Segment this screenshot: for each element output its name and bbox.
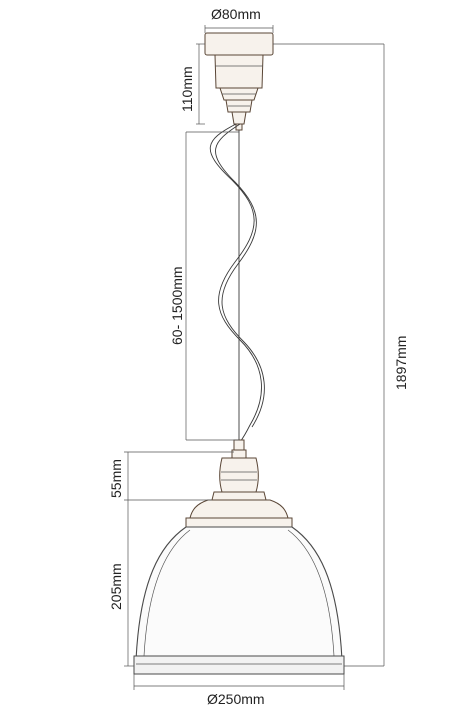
canopy-height-label: 110mm — [179, 66, 195, 112]
canopy-diameter-label: Ø80mm — [211, 6, 261, 22]
power-cord — [209, 123, 262, 443]
lamp-holder — [185, 439, 293, 528]
dimension-lines — [124, 25, 385, 690]
shade-height-label: 205mm — [108, 563, 124, 610]
total-height-label: 1897mm — [393, 336, 409, 390]
holder-height-label: 55mm — [108, 459, 124, 498]
cord-length-label: 60- 1500mm — [169, 266, 185, 345]
lamp-shade — [133, 526, 345, 675]
ceiling-canopy — [204, 32, 274, 131]
shade-diameter-label: Ø250mm — [207, 691, 265, 707]
